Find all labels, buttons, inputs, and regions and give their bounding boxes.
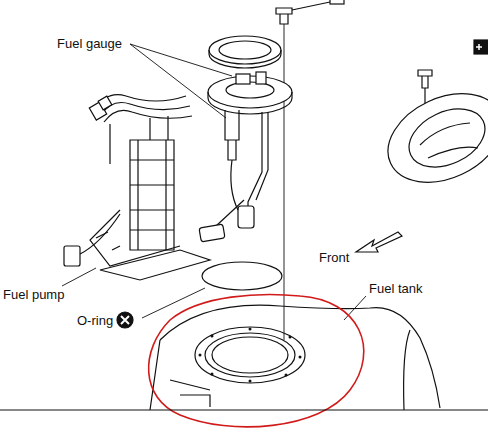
torque-symbol [474,40,488,54]
border-rule [0,410,488,411]
part-label: Fuel tank [368,281,423,296]
fuel-gauge-unit [199,72,292,242]
torque-symbol [330,0,344,4]
front-arrow [356,232,402,252]
o-ring [202,262,282,290]
direction-label: Front [318,250,350,265]
bolt [276,2,330,24]
part-label: Fuel gauge [56,36,123,51]
service-cover [374,70,488,200]
fuel-pump-assembly [64,95,210,280]
non-reusable-symbol [117,312,133,328]
cover-plate [209,36,281,68]
highlight-circle [149,295,364,427]
part-label: Fuel pump [2,287,65,302]
fuel-tank [150,305,440,410]
part-label: O-ring [76,313,114,328]
